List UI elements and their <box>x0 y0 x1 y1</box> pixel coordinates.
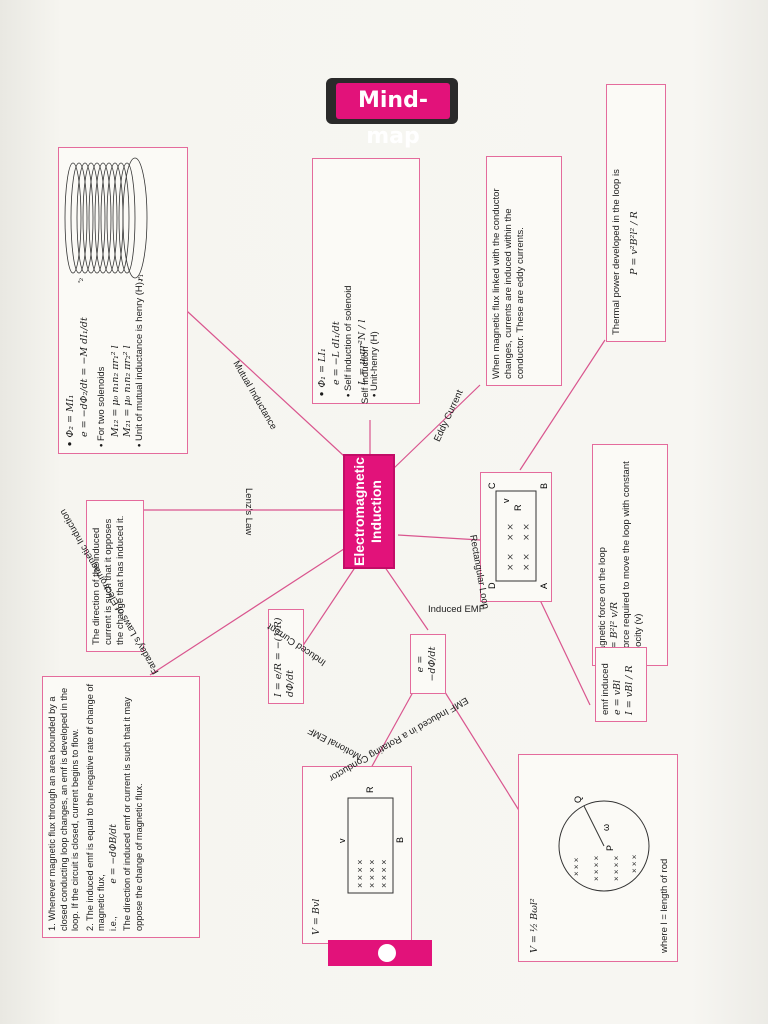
force-eq: F = B²l² v/R <box>609 602 620 659</box>
rotating-note: where l = length of rod <box>659 858 670 953</box>
self-solenoid: Self induction of solenoid <box>343 165 355 397</box>
rect-label-c: C <box>487 482 497 489</box>
motional-v: v <box>337 838 347 843</box>
svg-text:× ×: × × <box>506 523 516 541</box>
faraday-p2: 2. The induced emf is equal to the negat… <box>84 683 107 931</box>
svg-text:× × × ×: × × × × <box>612 855 621 881</box>
label-induced-emf: Induced EMF <box>428 604 485 615</box>
rect-label-b: B <box>539 483 549 489</box>
label-lenz-law: Lenz's Law <box>243 488 254 536</box>
eddy-text: When magnetic flux linked with the condu… <box>491 188 526 379</box>
rect-loop-diagram: × × × × × × × × D C A B R v <box>487 482 549 589</box>
rect-label-a: A <box>539 583 549 589</box>
eddy-current-box: When magnetic flux linked with the condu… <box>486 156 562 386</box>
induced-emf-box: e = −dΦ/dt <box>410 634 446 694</box>
motional-r: R <box>365 786 375 793</box>
faraday-p3: The direction of induced emf or current … <box>122 697 144 931</box>
faraday-box: 1. Whenever magnetic flux through an are… <box>42 676 200 938</box>
mutual-eq1: Φ₂ = MI₁ <box>65 277 77 447</box>
r1-label: r₁ <box>136 274 145 281</box>
rotating-conductor-box: V = ½ Bωl² × × × × × × × × × × × × × × P… <box>518 754 678 962</box>
mutual-m12: M₁₂ = μ₀ n₁n₂ πr₁² l <box>110 345 121 437</box>
rotating-diagram: × × × × × × × × × × × × × × P Q ω <box>558 796 650 892</box>
rectangular-loop-box: × × × × × × × × D C A B R v <box>480 472 552 602</box>
self-eq1: Φ₁ = LI₁ <box>317 165 329 397</box>
emf-eq1: e = vBl <box>612 679 623 715</box>
faraday-p1: 1. Whenever magnetic flux through an are… <box>47 687 80 931</box>
force-title: Magnetic force on the loop <box>597 547 608 659</box>
faraday-eq: e = −dΦB/dt <box>107 824 119 884</box>
rotating-p: P <box>605 845 615 851</box>
motional-emf-box: V = Bvl × × × × × × × × × × × × R v B <box>302 766 412 944</box>
magnetic-force-box: Magnetic force on the loop F = B²l² v/R … <box>592 444 668 666</box>
rect-label-r: R <box>513 504 523 511</box>
mindmap-title: Mind-map <box>336 83 450 149</box>
thermal-eq: P = v²B²l² / R <box>629 211 640 275</box>
emf-eq2: I = vBl / R <box>624 665 635 715</box>
svg-text:× × × ×: × × × × <box>379 859 389 888</box>
svg-text:× × × ×: × × × × <box>367 859 377 888</box>
svg-text:× × × ×: × × × × <box>592 855 601 881</box>
label-mutual-inductance: Mutual Inductance <box>230 359 279 432</box>
mutual-inductance-box: Φ₂ = MI₁ e = −dΦ₂/dt = −M dI₁/dt For two… <box>58 147 188 454</box>
mutual-m21: M₂₁ = μ₀ n₁n₂ πr₂² l <box>122 345 133 437</box>
page-tab-dot <box>378 944 396 962</box>
rotating-w: ω <box>601 824 611 831</box>
label-self-induction: Self Induction <box>360 346 371 404</box>
rotating-eq: V = ½ Bωl² <box>529 898 540 953</box>
motional-b: B <box>395 837 405 843</box>
svg-text:× × ×: × × × <box>572 857 581 876</box>
emf-title: emf induced <box>600 663 611 715</box>
r2-label: r₂ <box>76 278 85 283</box>
svg-text:× × × ×: × × × × <box>355 859 365 888</box>
svg-text:× × ×: × × × <box>630 854 639 873</box>
mutual-eq2: e = −dΦ₂/dt = −M dI₁/dt <box>79 317 90 437</box>
rect-label-d: D <box>487 582 497 589</box>
svg-text:× ×: × × <box>506 553 516 571</box>
motional-diagram: × × × × × × × × × × × × R v B <box>337 786 405 894</box>
emf-induced-box: emf induced e = vBl I = vBl / R <box>595 647 647 722</box>
rotating-q: Q <box>573 796 583 803</box>
self-eq2: e = −L dI₁/dt <box>331 321 342 385</box>
mutual-solenoids: For two solenoids <box>96 277 108 447</box>
mindmap-header: Mind-map <box>326 78 458 149</box>
svg-text:× ×: × × <box>522 553 532 571</box>
thermal-text: Thermal power developed in the loop is <box>611 169 622 335</box>
center-label: Electromagnetic Induction <box>351 457 384 566</box>
faraday-ie: i.e., <box>107 916 118 931</box>
label-eddy-current: Eddy Current <box>432 388 466 444</box>
force-text: = force required to move the loop with c… <box>621 461 644 659</box>
induced-emf-eq: e = −dΦ/dt <box>415 646 438 682</box>
center-topic: Electromagnetic Induction <box>343 454 395 569</box>
thermal-power-box: Thermal power developed in the loop is P… <box>606 84 666 342</box>
svg-text:× ×: × × <box>522 523 532 541</box>
coil-diagram: r₁ r₂ <box>64 157 148 283</box>
motional-eq: V = Bvl <box>311 898 322 935</box>
rect-label-v: v <box>501 498 511 503</box>
